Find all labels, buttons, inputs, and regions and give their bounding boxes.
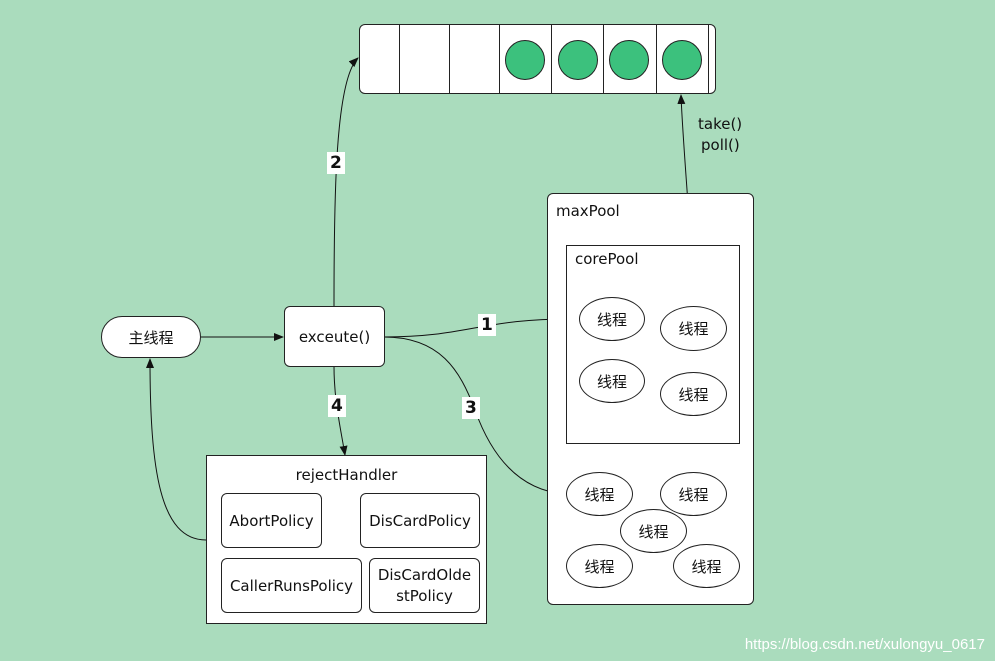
queue-slot <box>708 25 709 93</box>
max-thread: 线程 <box>660 472 727 516</box>
queued-task-icon <box>609 40 649 80</box>
arrow-step-2 <box>333 57 359 307</box>
poll-label: poll() <box>701 136 740 154</box>
queued-task-icon <box>505 40 545 80</box>
queued-task-icon <box>662 40 702 80</box>
task-queue <box>359 24 716 94</box>
execute-node: exceute() <box>284 306 385 367</box>
step-label-4: 4 <box>328 395 346 417</box>
arrow-reject-to-main <box>146 358 207 541</box>
watermark: https://blog.csdn.net/xulongyu_0617 <box>744 636 985 653</box>
queue-slot <box>603 25 604 93</box>
policy-caller-runs: CallerRunsPolicy <box>221 558 362 613</box>
core-thread: 线程 <box>660 372 727 416</box>
queue-slot <box>499 25 500 93</box>
max-thread: 线程 <box>620 509 687 553</box>
max-pool-title: maxPool <box>556 202 620 220</box>
take-label: take() <box>698 115 743 133</box>
queued-task-icon <box>558 40 598 80</box>
policy-discard-oldest-label: DisCardOldestPolicy <box>377 565 472 605</box>
max-thread: 线程 <box>673 544 740 588</box>
queue-slot <box>449 25 450 93</box>
core-pool-title: corePool <box>575 250 639 268</box>
queue-slot <box>399 25 400 93</box>
core-thread: 线程 <box>579 359 645 403</box>
step-label-2: 2 <box>327 152 345 174</box>
reject-handler-title: rejectHandler <box>295 466 398 484</box>
policy-discard: DisCardPolicy <box>360 493 480 548</box>
core-thread: 线程 <box>579 297 645 341</box>
policy-abort: AbortPolicy <box>221 493 322 548</box>
queue-slot <box>551 25 552 93</box>
main-thread-node: 主线程 <box>101 316 201 358</box>
max-thread: 线程 <box>566 472 633 516</box>
max-thread: 线程 <box>566 544 633 588</box>
step-label-1: 1 <box>478 314 496 336</box>
step-label-3: 3 <box>462 397 480 419</box>
queue-slot <box>656 25 657 93</box>
arrow-step-1 <box>383 314 579 338</box>
policy-discard-oldest: DisCardOldestPolicy <box>369 558 480 613</box>
core-thread: 线程 <box>660 306 727 351</box>
